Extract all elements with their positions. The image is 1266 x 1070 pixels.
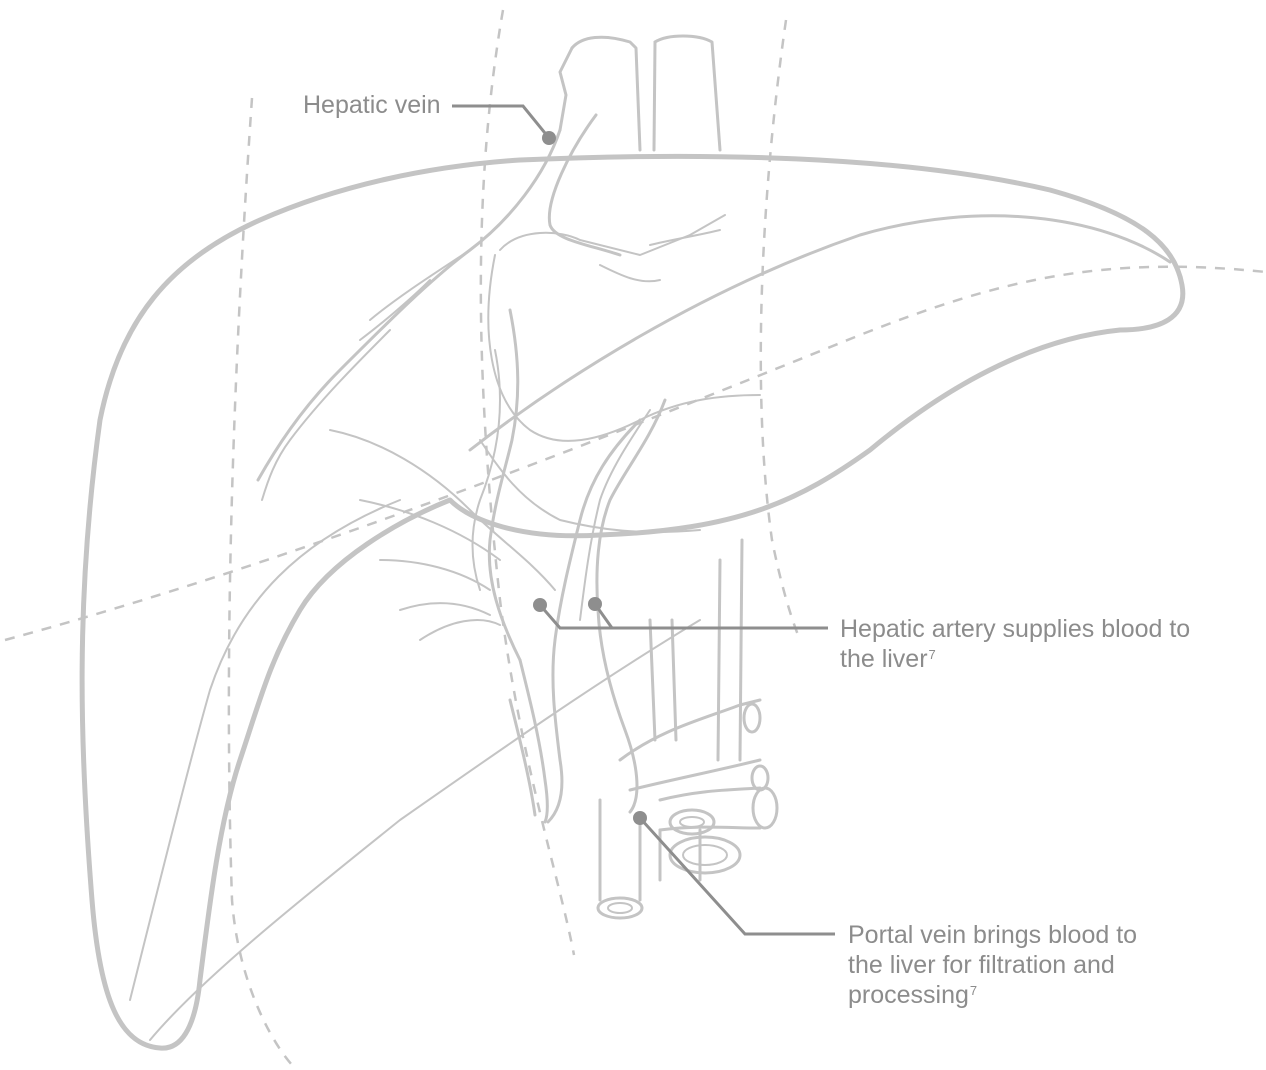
hepatic-vein-text: Hepatic vein [303, 91, 441, 119]
hepatic-artery-text: Hepatic artery supplies blood to the liv… [840, 615, 1190, 673]
hepatic-artery-ref: 7 [929, 647, 936, 662]
portal-vein-leader [640, 818, 835, 934]
hepatic-vein-dot [542, 131, 556, 145]
hepatic-artery-label: Hepatic artery supplies blood to the liv… [840, 614, 1200, 674]
hepatic-artery-leader [540, 605, 828, 628]
liver-outline [82, 156, 1183, 1048]
hepatic-vein-label: Hepatic vein [303, 90, 441, 120]
portal-vein-ref: 7 [970, 983, 977, 998]
leader-dots [533, 131, 647, 825]
portal-vein-label: Portal vein brings blood to the liver fo… [848, 920, 1178, 1010]
hepatic-vein-leader [452, 106, 549, 138]
hepatic-artery-dot-1 [533, 598, 547, 612]
portal-vein-text: Portal vein brings blood to the liver fo… [848, 921, 1137, 1009]
segment-dashed-lines [5, 10, 1266, 1065]
portal-vein-dot [633, 811, 647, 825]
hepatic-artery-dot-2 [588, 597, 602, 611]
